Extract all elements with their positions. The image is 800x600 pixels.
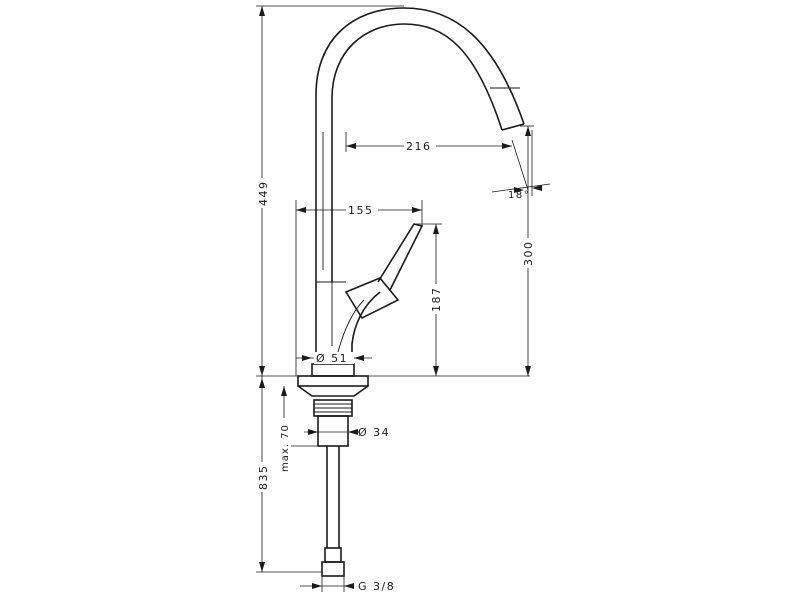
arrow-216-right (502, 143, 512, 149)
arrow-18-left (514, 187, 524, 193)
label-thread: G 3/8 (358, 580, 395, 593)
spout-outer-contour (315, 7, 525, 282)
hose-fitting (324, 547, 342, 563)
base-top (311, 363, 355, 377)
lever-handle (377, 223, 424, 291)
label-max-thickness: max. 70 (280, 424, 291, 472)
arrow-187-bottom (433, 366, 439, 376)
shank (317, 415, 349, 447)
label-lever-reach: 155 (348, 204, 374, 217)
arrow-51-right (354, 355, 364, 361)
base-flange (297, 375, 369, 387)
arrow-155-left (296, 207, 306, 213)
angle-ref-line (511, 139, 529, 191)
label-hose-length: 835 (257, 465, 270, 491)
arrow-187-top (433, 224, 439, 234)
arrow-51-left (302, 355, 312, 361)
arrow-835-bottom (259, 562, 265, 572)
arrow-216-left (346, 143, 356, 149)
label-base-diameter: Ø 51 (316, 352, 348, 365)
arrow-155-right (412, 207, 422, 213)
arrow-g38-left (312, 583, 322, 589)
label-spout-angle: 18° (508, 190, 530, 201)
arrow-34-left (308, 429, 318, 435)
label-total-height: 449 (257, 181, 270, 207)
hose-connector (321, 561, 345, 577)
lever-housing (344, 277, 400, 320)
label-shank-diameter: Ø 34 (358, 426, 390, 439)
arrow-300-top (525, 126, 531, 136)
label-lever-height: 187 (430, 287, 443, 313)
spout-inner-contour (331, 23, 503, 282)
label-spout-height: 300 (522, 241, 535, 267)
spout-mouth (501, 123, 525, 131)
arrow-300-bottom (525, 366, 531, 376)
body-lower-inner (331, 282, 365, 353)
arrow-449-bottom (259, 366, 265, 376)
base-chamfer (297, 385, 369, 397)
label-spout-reach: 216 (406, 140, 432, 153)
arrow-18-right (532, 185, 542, 191)
faucet-body (297, 7, 525, 577)
dimension-lines (256, 5, 551, 592)
arrow-449-top (259, 6, 265, 16)
arrow-835-top (259, 378, 265, 388)
arrow-70-top (281, 386, 287, 396)
arrow-34-right (348, 429, 358, 435)
dim-18-line (491, 183, 551, 193)
arrow-g38-right (344, 583, 354, 589)
dimension-labels: 449 216 18° 155 300 187 Ø 51 Ø 34 max. 7… (256, 140, 535, 593)
